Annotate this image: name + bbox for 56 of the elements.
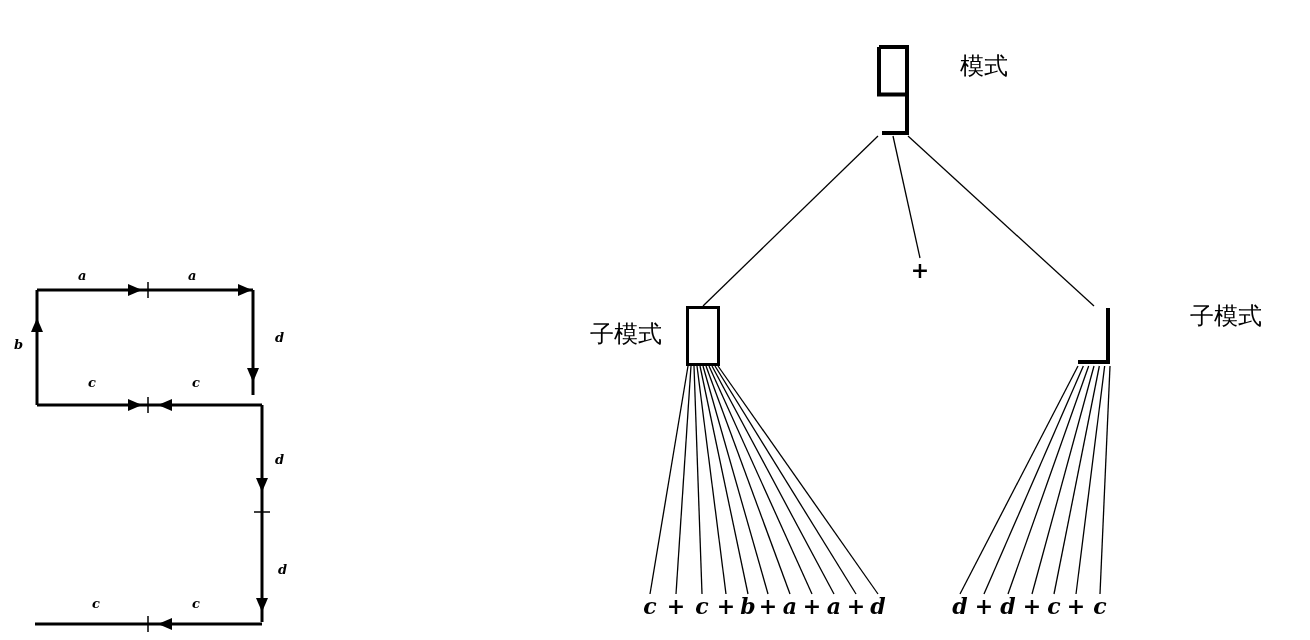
primitive-symbol: +: [846, 594, 866, 620]
connector-line: [1007, 365, 1090, 595]
segment-label: d: [275, 330, 285, 345]
connector-line: [702, 135, 879, 307]
primitive-symbol: d: [950, 594, 970, 620]
primitive-symbol: a: [824, 594, 844, 620]
primitive-symbol: +: [758, 594, 778, 620]
segment-label: a: [188, 268, 197, 283]
primitive-symbol: +: [716, 594, 736, 620]
connector-line: [699, 365, 749, 595]
subpattern-drawing: [1076, 306, 1112, 366]
connector-line: [1099, 365, 1111, 595]
connector-line: [717, 365, 879, 595]
primitive-symbol: +: [1066, 594, 1086, 620]
primitive-symbol: +: [802, 594, 822, 620]
primitive-symbol: +: [1022, 594, 1042, 620]
segment-label: a: [78, 268, 87, 283]
segment-label: d: [275, 452, 285, 467]
connector-line: [959, 365, 1079, 595]
connector-line: [705, 365, 791, 595]
subpattern-square: [686, 306, 720, 366]
connector-line: [1031, 365, 1095, 595]
segment-label: c: [192, 375, 200, 390]
primitive-symbol: b: [738, 594, 758, 620]
primitive-symbol: c: [692, 594, 712, 620]
connector-line: [649, 365, 689, 595]
connector-line: [675, 365, 692, 595]
segment-label: c: [92, 596, 100, 611]
connector-line: [1053, 365, 1100, 595]
primitive-symbol: d: [998, 594, 1018, 620]
primitive-symbol: c: [1044, 594, 1064, 620]
connector-line: [702, 365, 769, 595]
connector-line: [714, 365, 857, 595]
segment-label: c: [88, 375, 96, 390]
connector-line: [696, 365, 727, 595]
pattern-label: 子模式: [1190, 301, 1262, 332]
connector-line: [907, 135, 1095, 307]
connector-line: [1075, 365, 1106, 595]
connector-line: [693, 365, 703, 595]
pattern-label: 子模式: [590, 319, 662, 350]
connector-line: [983, 365, 1084, 595]
segment-label: d: [278, 562, 288, 577]
segment-label: b: [14, 337, 24, 352]
connector-line: [708, 365, 813, 595]
primitive-symbol: +: [910, 258, 930, 284]
primitive-symbol: d: [868, 594, 888, 620]
primitive-symbol: a: [780, 594, 800, 620]
connector-line: [711, 365, 835, 595]
primitive-symbol: +: [974, 594, 994, 620]
primitive-symbol: c: [1090, 594, 1110, 620]
segment-label: c: [192, 596, 200, 611]
primitive-symbol: c: [640, 594, 660, 620]
connector-line: [892, 135, 921, 259]
pattern-drawing: [876, 44, 910, 136]
primitive-symbol: +: [666, 594, 686, 620]
pattern-label: 模式: [960, 51, 1008, 82]
